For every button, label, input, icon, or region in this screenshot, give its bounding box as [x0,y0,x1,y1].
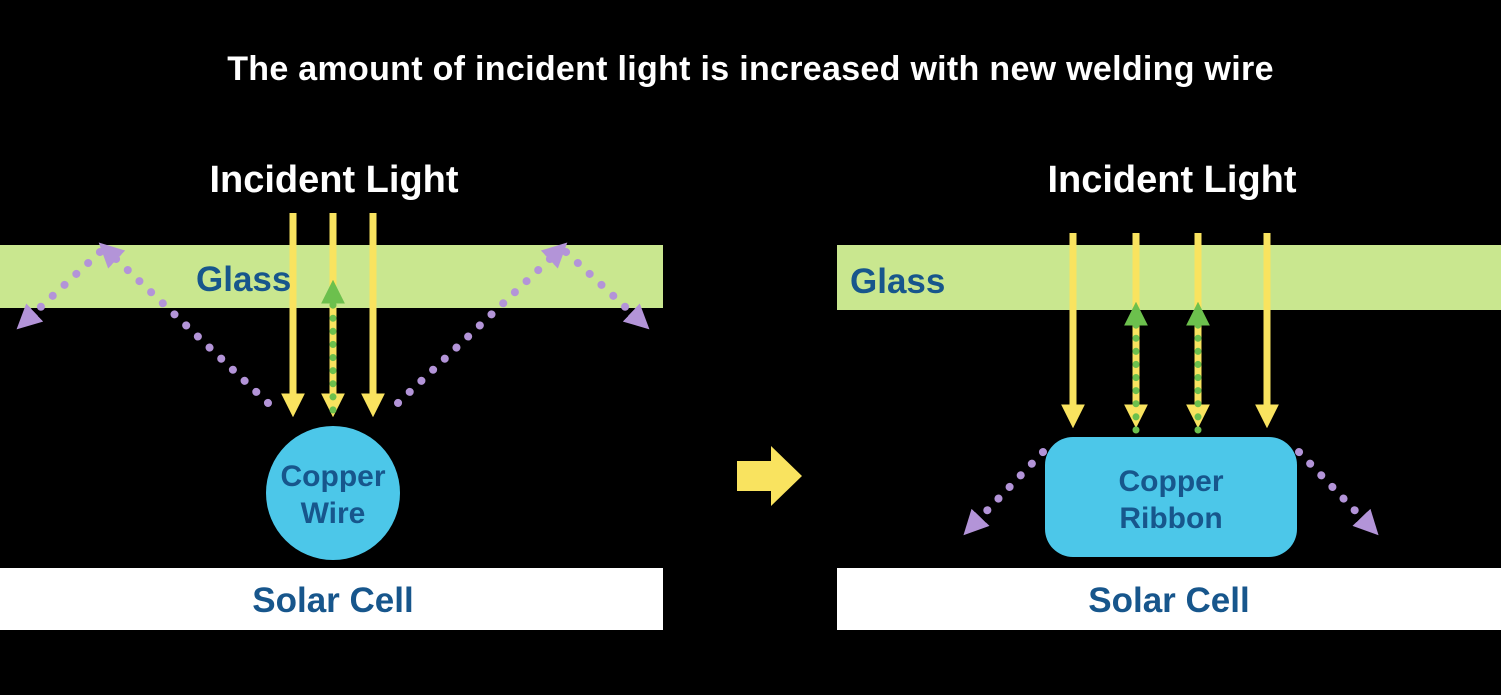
glass-bar [837,245,1501,310]
diagram-title: The amount of incident light is increase… [227,50,1274,88]
incident-light-label: Incident Light [1047,159,1296,201]
copper-wire-label-line1: Copper [281,460,386,493]
solar-cell-label: Solar Cell [252,581,413,620]
solar-cell-bar [837,568,1501,630]
scattered-ray-right-up [394,242,568,407]
left-panel: Incident Light Glass Copper Wire Solar C… [0,159,663,630]
copper-ribbon-label-line2: Ribbon [1119,502,1222,535]
incident-light-label: Incident Light [209,159,458,201]
copper-ribbon-rect [1045,437,1297,557]
transition-arrow-icon [737,446,802,506]
solar-cell-bar [0,568,663,630]
scattered-ray-right-out [1295,448,1379,536]
scattered-ray-left-out [963,448,1047,536]
solar-cell-label: Solar Cell [1088,581,1249,620]
copper-wire-circle [266,426,400,560]
copper-ribbon-label-line1: Copper [1119,465,1224,498]
scattered-ray-right-out [562,248,650,330]
glass-label: Glass [850,262,945,301]
scattered-ray-left-up [98,242,272,407]
right-panel: Incident Light Glass Copper Ribbon Solar… [837,159,1501,630]
scattered-ray-left-out [16,248,104,330]
copper-wire-label-line2: Wire [301,497,366,530]
glass-label: Glass [196,260,291,299]
